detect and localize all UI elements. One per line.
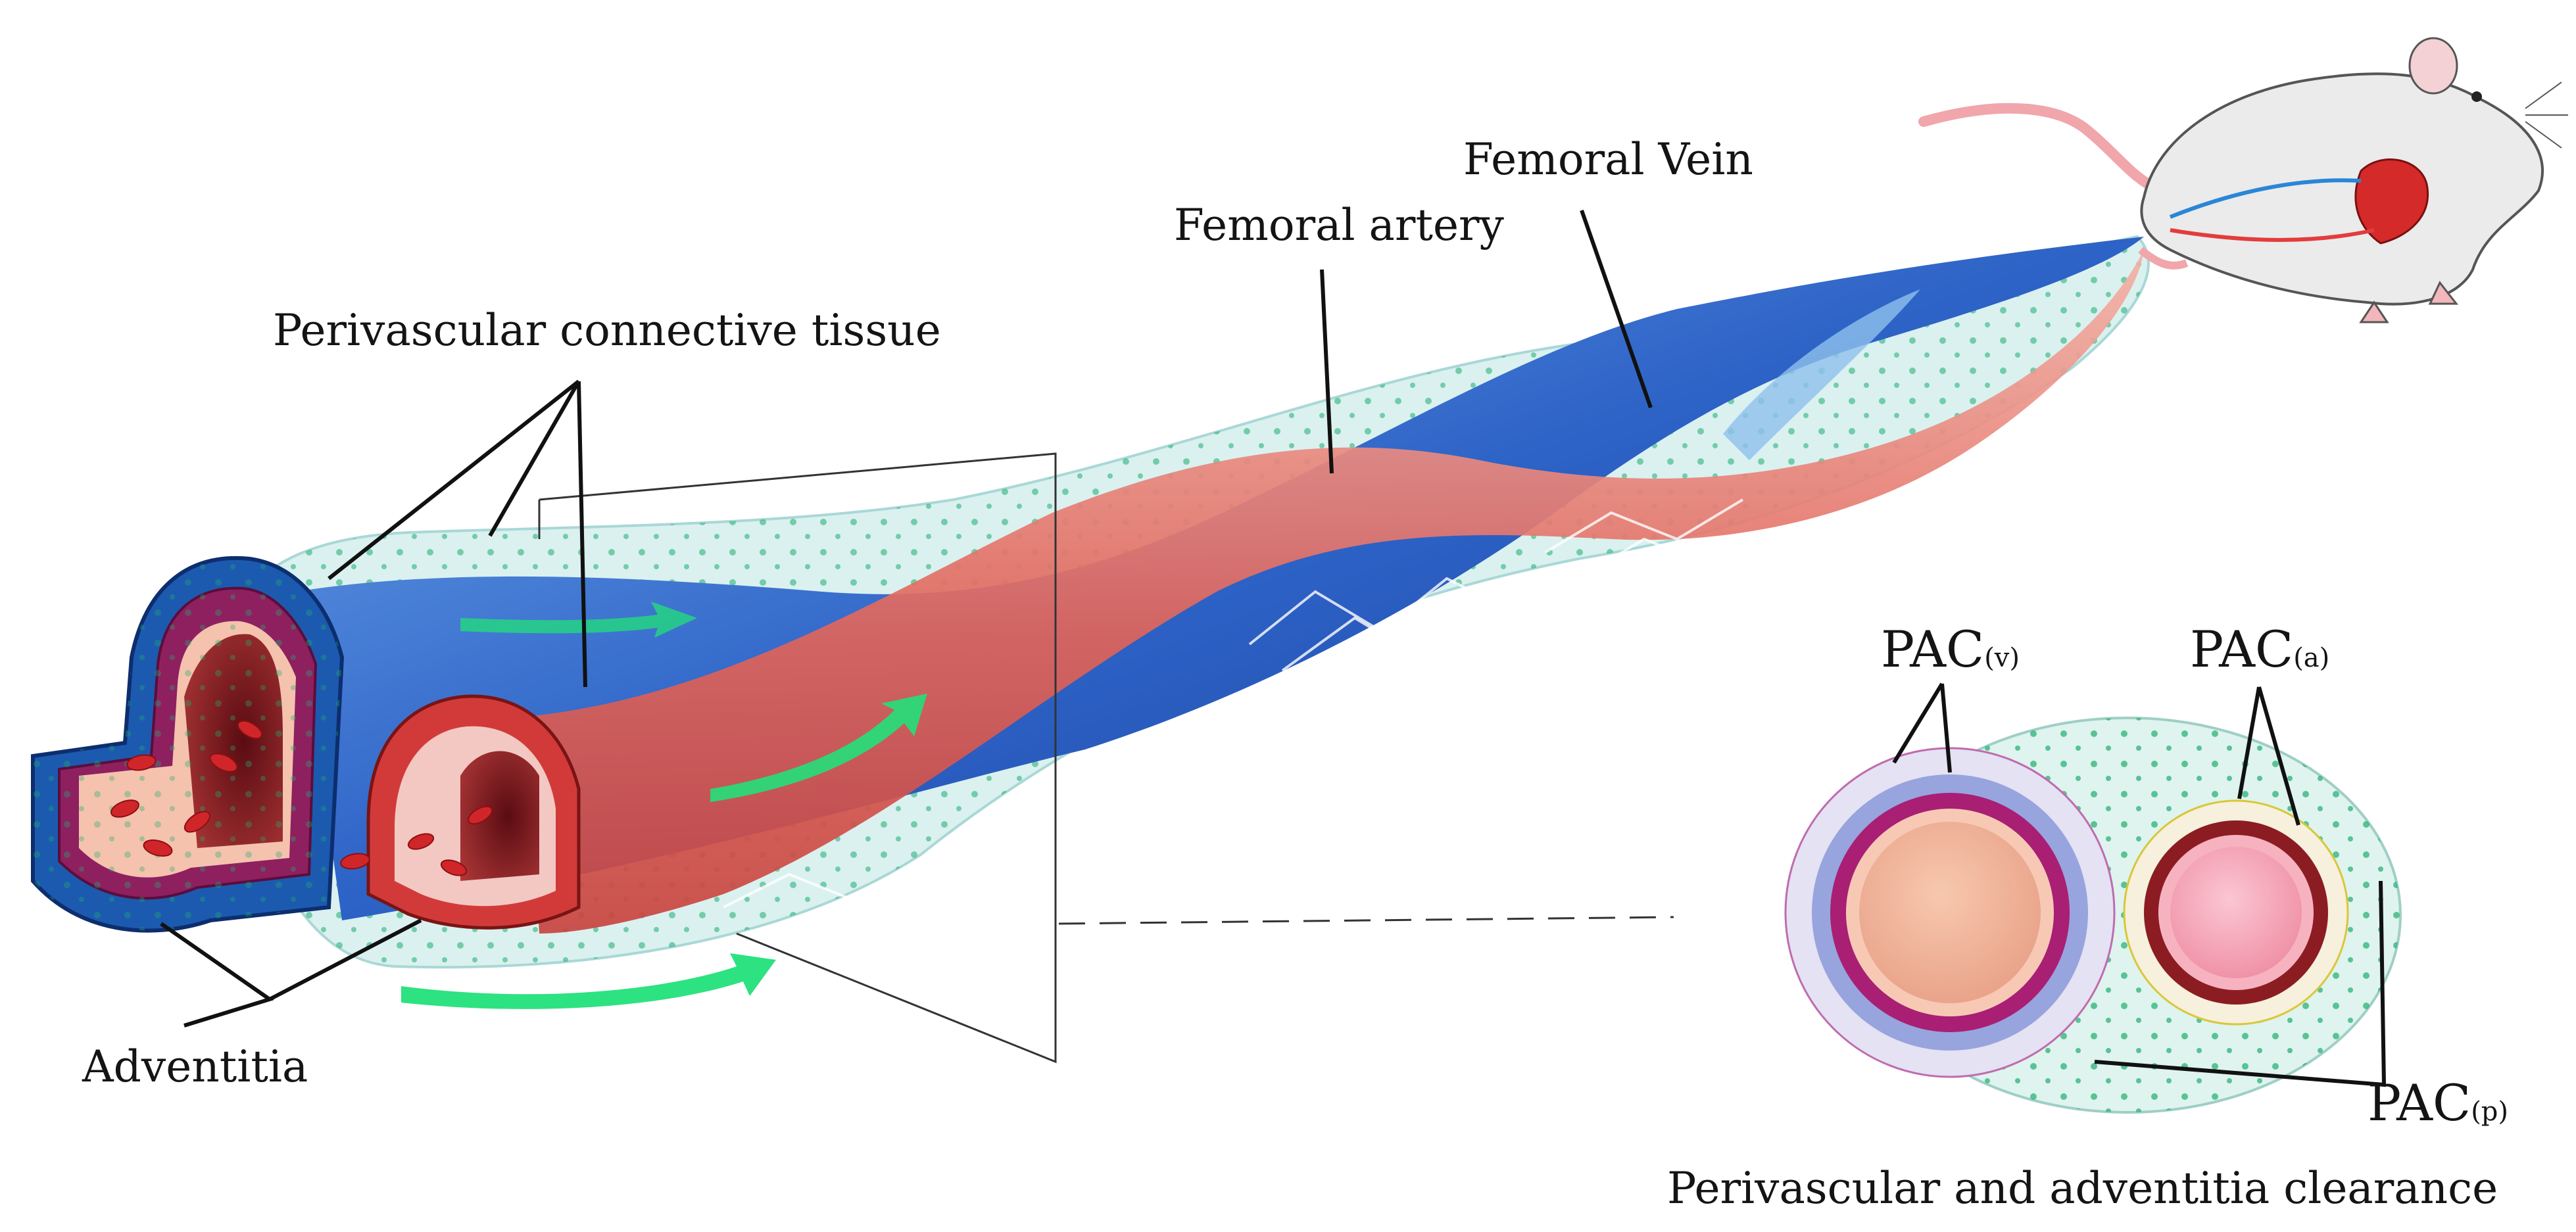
pac-leader-lines bbox=[1892, 682, 2387, 1087]
adventitia-mesh bbox=[723, 498, 1744, 909]
flow-arrow-icon bbox=[401, 602, 927, 1009]
label-femoral-vein: Femoral Vein bbox=[1463, 134, 1753, 185]
label-pac-p: PAC(p) bbox=[2368, 1074, 2509, 1132]
dashed-connector bbox=[1058, 916, 1674, 925]
leader-lines bbox=[160, 210, 1653, 1028]
label-pac-v: PAC(v) bbox=[1881, 620, 2020, 678]
heart-illustration bbox=[2354, 158, 2429, 245]
mouse-illustration bbox=[1918, 37, 2568, 323]
vein-cross-section bbox=[31, 556, 345, 933]
section-plane bbox=[538, 452, 1057, 1064]
label-pac-a: PAC(a) bbox=[2190, 620, 2330, 678]
label-femoral-artery: Femoral artery bbox=[1174, 200, 1504, 250]
femoral-artery-tube bbox=[526, 250, 2144, 934]
label-perivascular-connective-tissue: Perivascular connective tissue bbox=[273, 305, 941, 356]
clearance-cross-section bbox=[1784, 717, 2402, 1114]
label-clearance: Perivascular and adventitia clearance bbox=[1667, 1163, 2498, 1214]
red-blood-cells bbox=[110, 720, 493, 876]
label-adventitia: Adventitia bbox=[82, 1041, 308, 1092]
